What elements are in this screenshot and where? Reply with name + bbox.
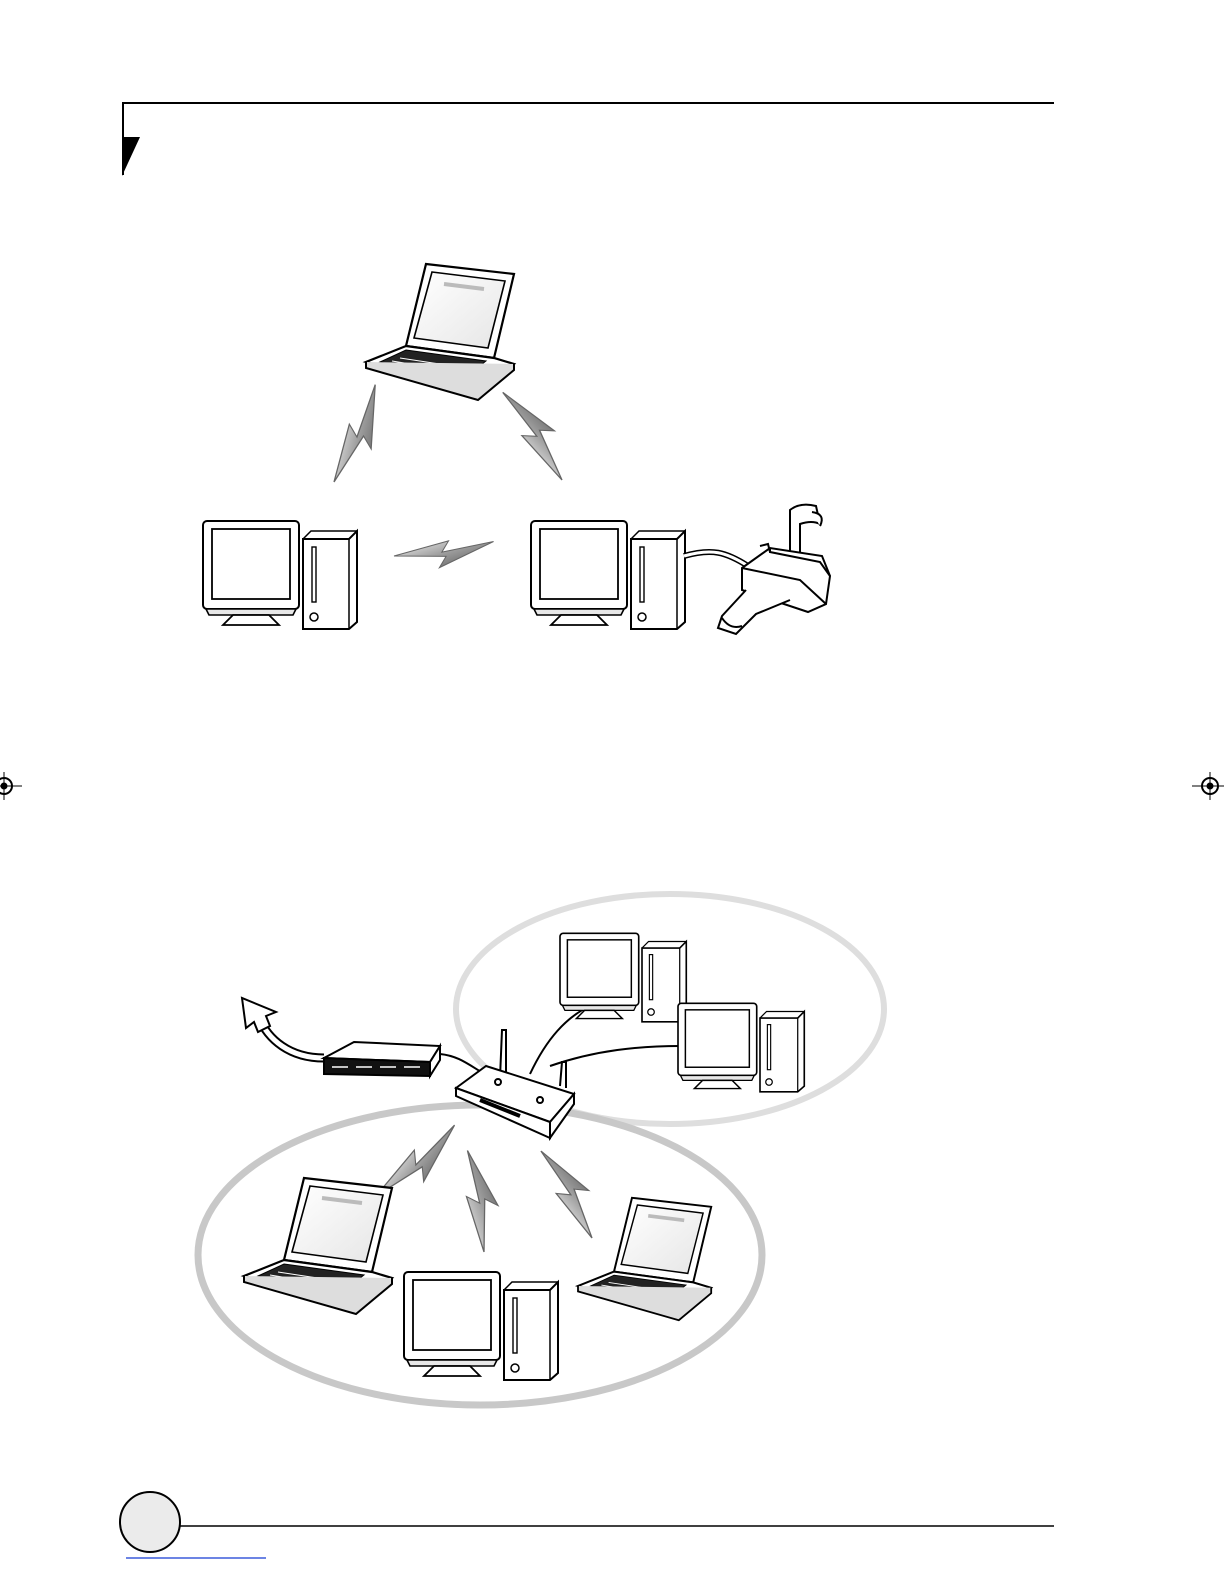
modem-icon <box>324 1042 440 1076</box>
access-point-icon <box>456 1030 574 1138</box>
triangle-marker <box>122 137 140 176</box>
desktop-computer-icon <box>560 933 686 1022</box>
desktop-computer-icon <box>404 1272 558 1380</box>
desktop-computer-icon <box>531 521 685 629</box>
wired-cable <box>550 1046 680 1066</box>
printer-icon <box>718 505 830 634</box>
ad-hoc-diagram <box>203 264 830 634</box>
infrastructure-diagram <box>198 894 884 1405</box>
page-number-badge <box>120 1492 180 1552</box>
wireless-signal-icon <box>465 1150 500 1253</box>
wireless-signal-icon <box>500 379 575 487</box>
wireless-signal-icon <box>320 383 400 490</box>
registration-mark-right <box>1192 772 1224 800</box>
internet-arrow-icon <box>242 998 324 1058</box>
registration-mark-left <box>0 772 22 800</box>
laptop-icon <box>578 1198 711 1320</box>
desktop-computer-icon <box>203 521 357 629</box>
desktop-computer-icon <box>678 1003 804 1092</box>
laptop-icon <box>244 1178 392 1314</box>
laptop-icon <box>366 264 514 400</box>
wireless-signal-icon <box>394 539 495 569</box>
wireless-signal-icon <box>539 1140 607 1244</box>
